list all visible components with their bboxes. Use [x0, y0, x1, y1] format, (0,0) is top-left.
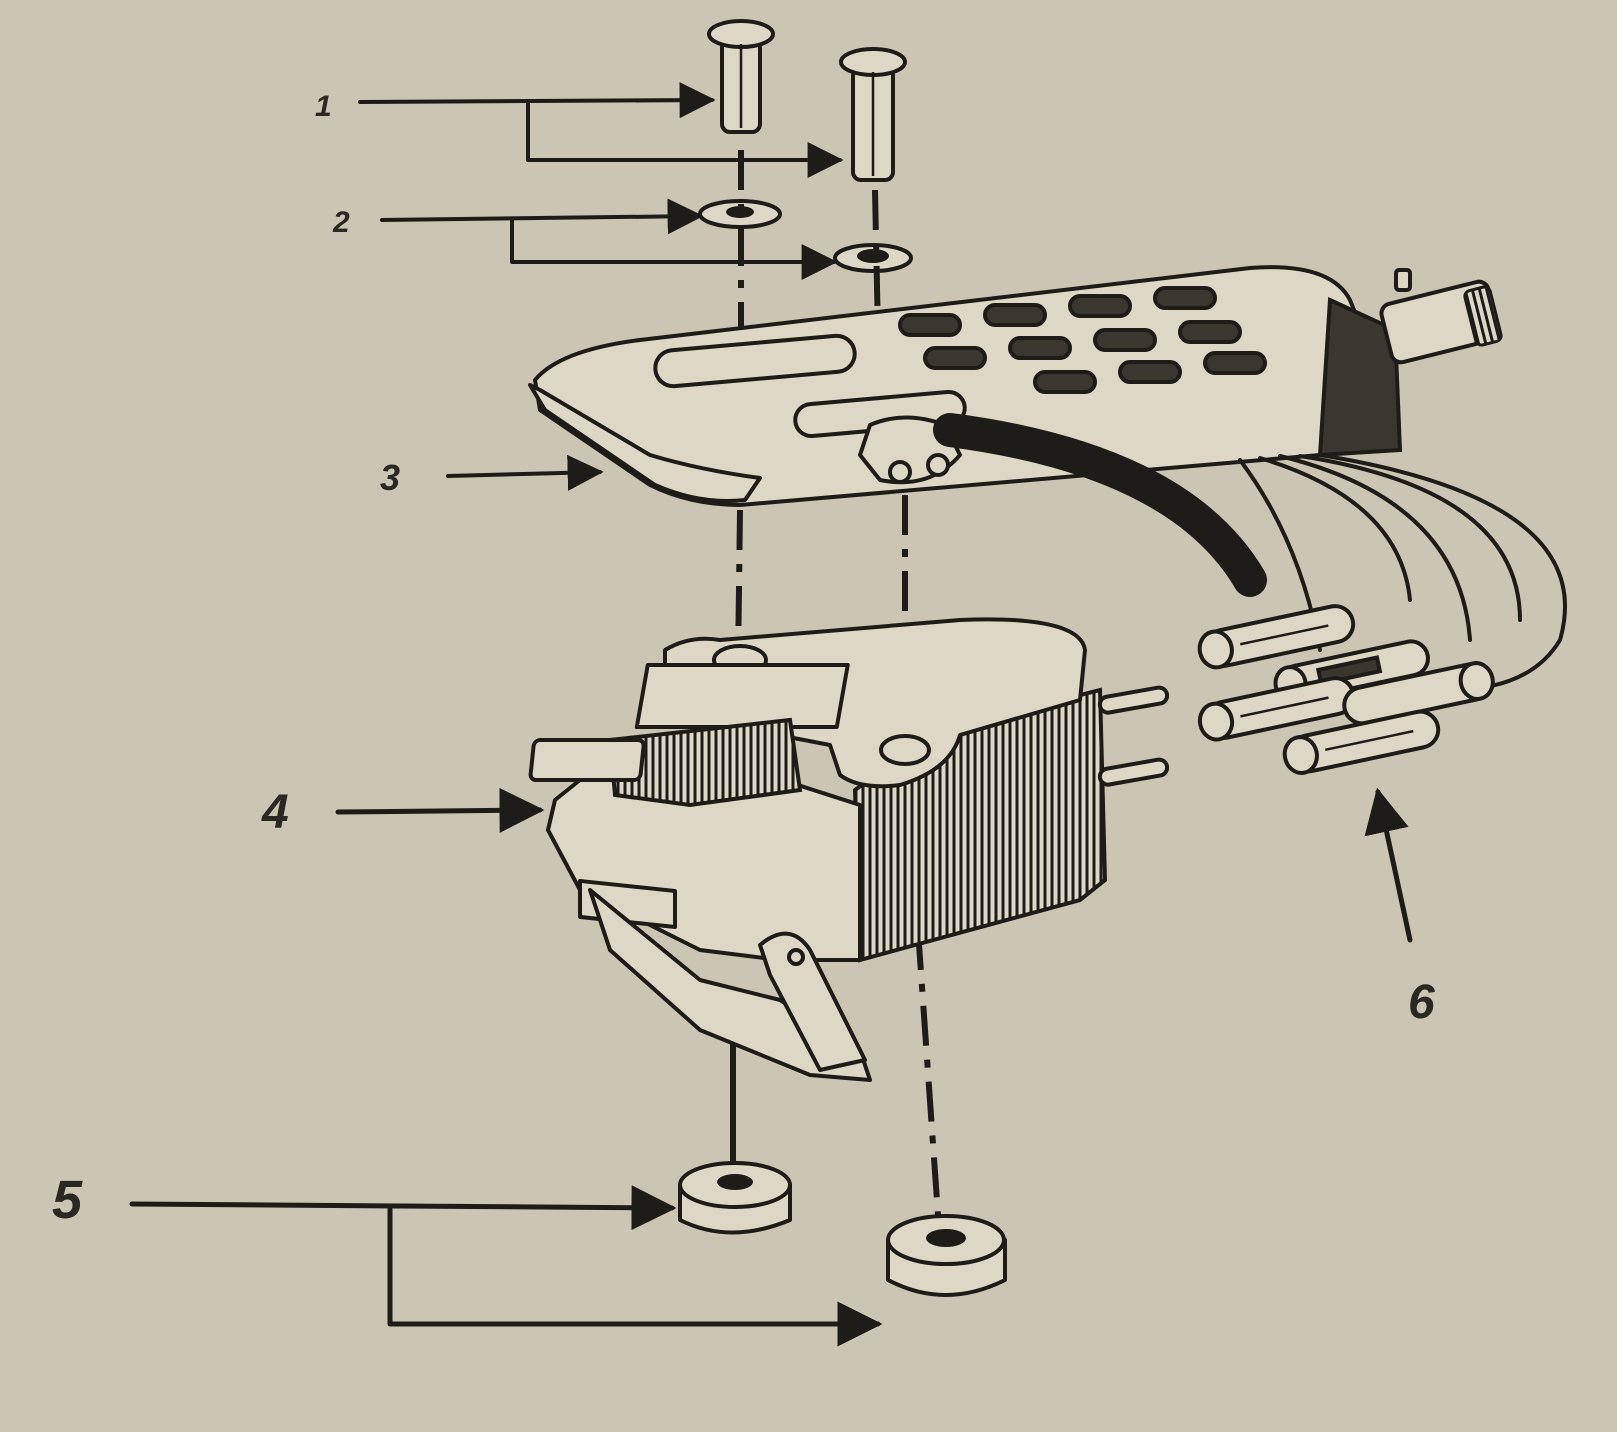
headshell	[528, 265, 1503, 507]
cartridge-mount-hole-right	[879, 734, 931, 766]
screw-left	[707, 19, 775, 134]
washer-right	[833, 243, 913, 273]
headshell-grip-holes	[898, 286, 1267, 394]
callout-2: 2	[332, 198, 838, 280]
callout-label-6: 6	[1408, 976, 1435, 1029]
screw-right	[839, 47, 907, 182]
callout-label-4: 4	[261, 786, 289, 839]
callout-label-2: 2	[332, 206, 350, 239]
cartridge	[528, 617, 1170, 1082]
callout-label-5: 5	[52, 1170, 83, 1230]
callout-label-3: 3	[380, 457, 400, 498]
callout-5-arrow-b	[387, 1203, 883, 1347]
callout-2-arrow-a	[380, 198, 704, 235]
callout-1: 1	[315, 82, 844, 178]
nut-right	[886, 1214, 1007, 1297]
callout-5-arrow-a	[129, 1185, 677, 1231]
lead-wires	[933, 413, 1567, 692]
cartridge-mounting-plate	[663, 617, 1087, 789]
callout-1-arrow-a	[358, 82, 716, 119]
callout-4: 4	[261, 786, 545, 839]
callout-label-1: 1	[315, 90, 332, 123]
wire-terminals	[1197, 604, 1495, 775]
cartridge-label-plate	[634, 663, 850, 729]
callout-6: 6	[1364, 787, 1435, 1029]
centerline-left-mid	[735, 509, 743, 666]
callout-5: 5	[52, 1170, 883, 1347]
callout-2-arrow-b	[510, 218, 838, 280]
callout-3: 3	[380, 454, 604, 498]
centerline-right-bottom	[915, 929, 941, 1216]
nut-left	[678, 1161, 792, 1235]
callout-6-arrow	[1364, 787, 1413, 943]
callout-1-arrow-b	[526, 100, 844, 178]
cartridge-top-block	[607, 717, 803, 808]
callout-4-arrow	[335, 787, 545, 833]
callout-3-arrow	[446, 454, 604, 491]
cartridge-pins	[1097, 685, 1170, 787]
headshell-slot-left	[653, 333, 857, 389]
